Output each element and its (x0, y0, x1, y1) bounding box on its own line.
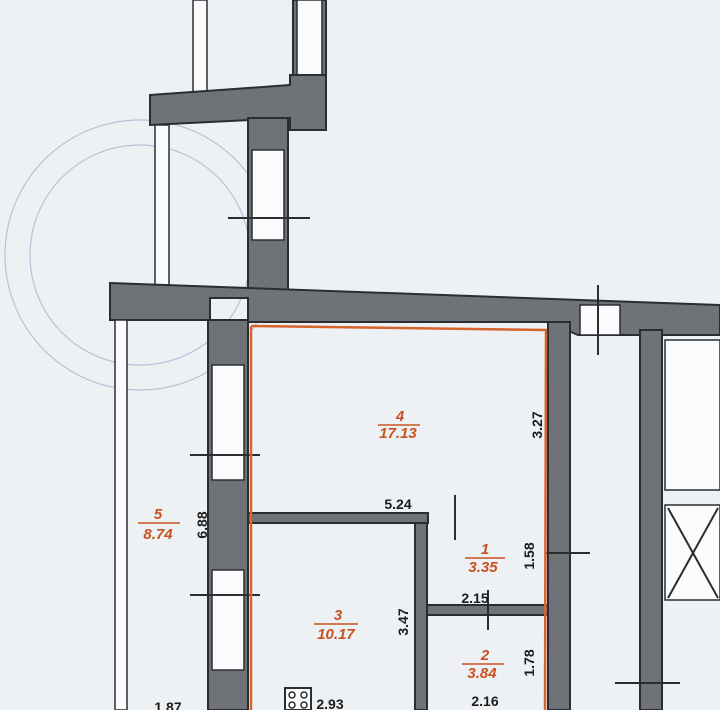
kitchen-stove-icon (284, 687, 312, 710)
room-2-area: 3.84 (467, 665, 497, 682)
wall-right-outer (639, 329, 663, 710)
wall-interior-h1 (247, 512, 429, 524)
dim-3-47: 3.47 (395, 608, 411, 635)
room-4-number: 4 (395, 408, 405, 425)
dim-5-24: 5.24 (384, 496, 411, 512)
dim-1-58: 1.58 (521, 542, 537, 569)
wall-right-main (547, 321, 571, 710)
dim-2-16: 2.16 (471, 693, 498, 709)
dim-3-27: 3.27 (529, 411, 545, 438)
room-3-area: 10.17 (317, 626, 355, 643)
window-left-upper (211, 364, 245, 481)
dim-1-78: 1.78 (521, 649, 537, 676)
dim-partial: 1.87 (154, 699, 181, 710)
room-2-number: 2 (480, 647, 490, 664)
left-balcony-edge (114, 319, 128, 710)
wall-interior-v (414, 522, 428, 710)
dim-6-88: 6.88 (194, 511, 210, 538)
window-left-lower (211, 569, 245, 671)
apartment-outline (249, 324, 548, 710)
dim-2-15: 2.15 (461, 590, 488, 606)
window-top-right (579, 304, 621, 336)
balcony-walls (149, 0, 327, 299)
room-4-area: 17.13 (379, 425, 417, 442)
dim-2-93: 2.93 (316, 696, 343, 710)
room-1-number: 1 (481, 541, 489, 558)
room-1-area: 3.35 (468, 559, 498, 576)
room-3-number: 3 (334, 607, 343, 624)
room-5-area: 8.74 (143, 526, 173, 543)
room-5-number: 5 (154, 506, 163, 523)
